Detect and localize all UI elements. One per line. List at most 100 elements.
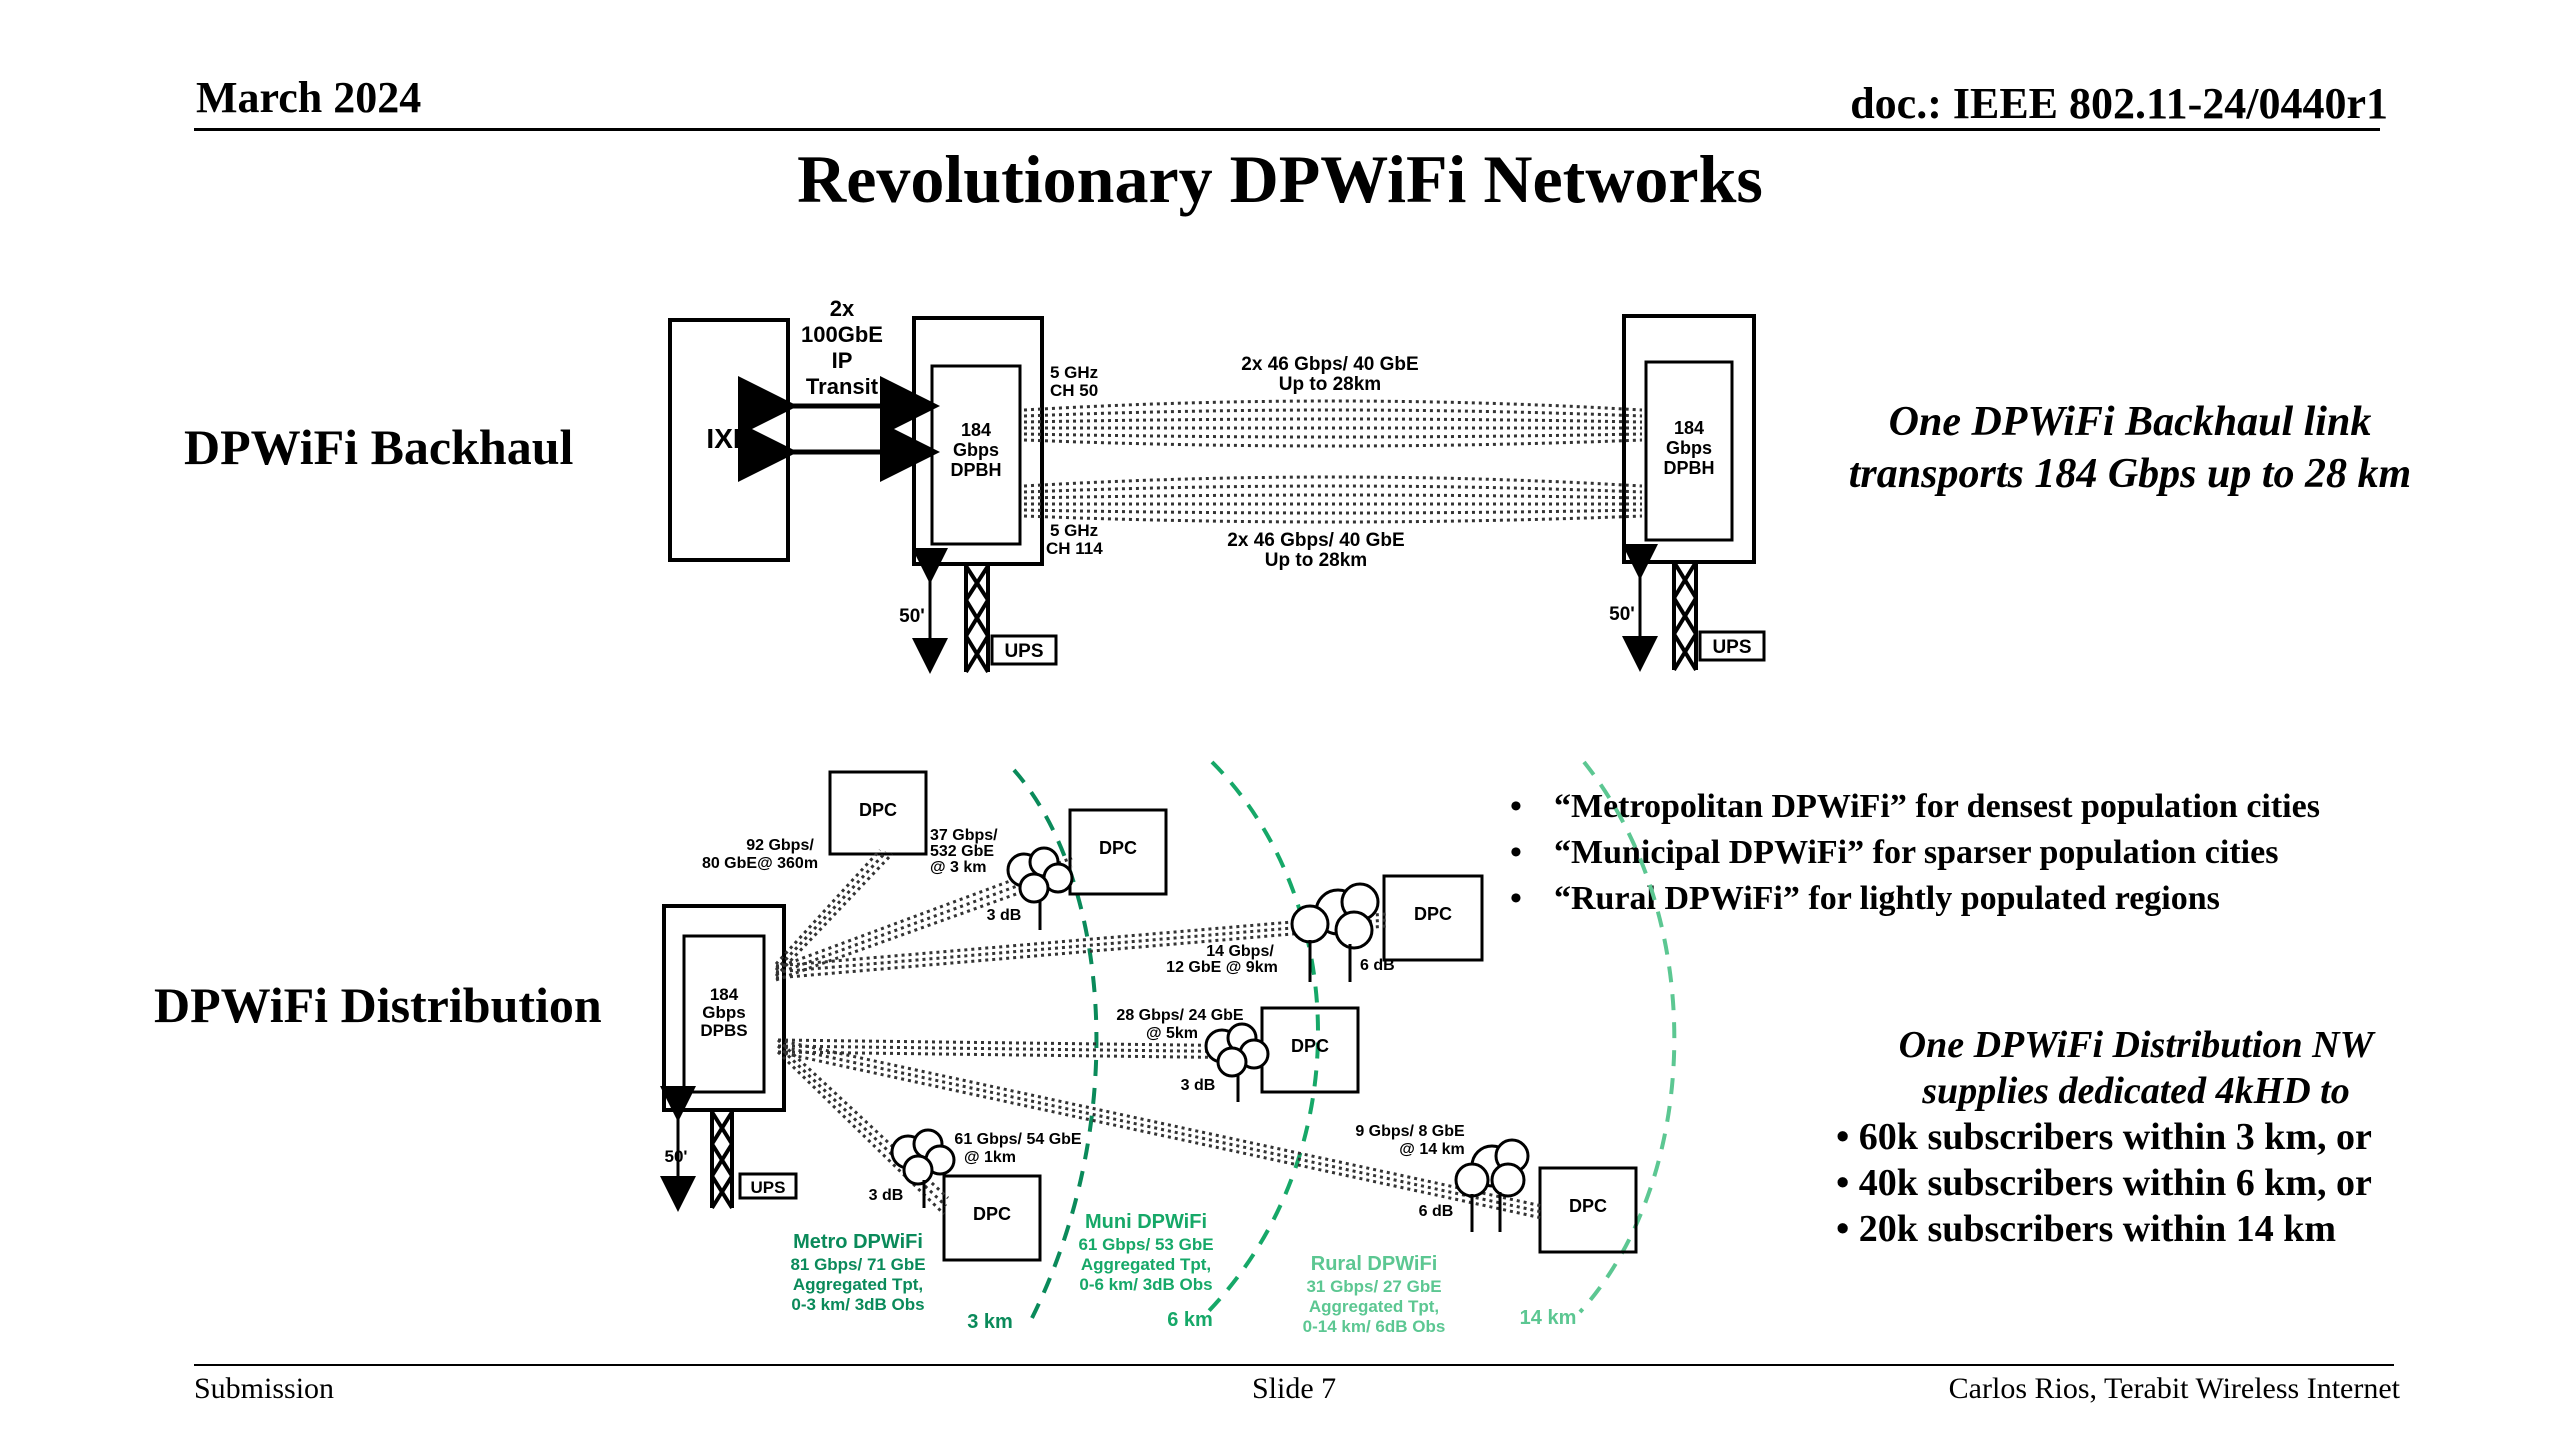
distribution-label: DPWiFi Distribution (154, 977, 602, 1033)
channel-label: CH 114 (1046, 539, 1103, 558)
dpc-label: DPC (973, 1204, 1011, 1224)
zone-name-rural: Rural DPWiFi (1311, 1253, 1438, 1275)
bullet-item: “Rural DPWiFi” for lightly populated reg… (1510, 876, 2510, 922)
dpbh-left-outer (912, 316, 1044, 566)
distribution-caption-line: supplies dedicated 4kHD to (1922, 1070, 2350, 1112)
bullet-item: “Municipal DPWiFi” for sparser populatio… (1510, 830, 2510, 876)
link-label: 14 Gbps/ (1206, 943, 1274, 960)
zone-detail: 61 Gbps/ 53 GbE (1078, 1235, 1213, 1254)
dpbs-label: Gbps (702, 1003, 745, 1022)
page-title: Revolutionary DPWiFi Networks (797, 141, 1763, 217)
backhaul-caption: One DPWiFi Backhaul link transports 184 … (1800, 396, 2460, 500)
capacity-item: • 20k subscribers within 14 km (1836, 1208, 2336, 1250)
ups-label: UPS (1004, 641, 1043, 662)
dpbh-label: DPBH (950, 460, 1001, 480)
channel-label: CH 50 (1050, 381, 1098, 400)
tree-icon (1290, 882, 1380, 982)
tree-icon (1454, 1138, 1530, 1232)
link-label: @ 14 km (1399, 1141, 1464, 1158)
zone-detail: Aggregated Tpt, (1081, 1255, 1211, 1274)
dpc-label: DPC (1414, 904, 1452, 924)
link-label: 92 Gbps/ (746, 837, 814, 854)
dpbh-label: 184 (961, 420, 991, 440)
tree-icon (1006, 846, 1074, 930)
ups-label: UPS (1712, 637, 1751, 658)
channel-label: 5 GHz (1050, 521, 1098, 540)
tree-icons (890, 846, 1530, 1232)
zone-boundary-metro (1012, 768, 1099, 1319)
tree-icon (1204, 1022, 1270, 1102)
dpc-box (942, 1174, 1042, 1262)
distribution-caption-line: One DPWiFi Distribution NW (1898, 1024, 2374, 1066)
footer-left: Submission (194, 1372, 335, 1405)
dpc-label: DPC (1291, 1036, 1329, 1056)
dpc-box (1538, 1166, 1638, 1254)
dpc-box (828, 770, 928, 856)
link-label: 28 Gbps/ 24 GbE (1116, 1007, 1243, 1024)
dpbs-inner (682, 934, 766, 1094)
link-label: 80 GbE@ 360m (702, 855, 818, 872)
tower-left (964, 564, 990, 674)
link-label: @ 5km (1146, 1025, 1198, 1042)
obstacle-label: 3 dB (869, 1187, 904, 1204)
link-label: 9 Gbps/ 8 GbE (1355, 1123, 1465, 1140)
dpbh-label: Gbps (1666, 438, 1712, 458)
capacity-item: • 60k subscribers within 3 km, or (1836, 1116, 2372, 1158)
channel-label: 5 GHz (1050, 363, 1098, 382)
zone-radius-muni: 6 km (1167, 1309, 1213, 1331)
link-label: 12 GbE @ 9km (1166, 959, 1278, 976)
zone-detail: 31 Gbps/ 27 GbE (1306, 1277, 1441, 1296)
link-label: 532 GbE (930, 843, 994, 860)
distribution-links (774, 848, 1543, 1220)
ups-box (738, 1172, 798, 1200)
zone-detail: Aggregated Tpt, (1309, 1297, 1439, 1316)
transit-label: IP (832, 348, 853, 373)
height-label: 50' (899, 606, 925, 627)
dpbs-label: 184 (710, 985, 739, 1004)
obstacle-label: 3 dB (987, 907, 1022, 924)
zone-boundary-rural (1578, 760, 1677, 1314)
dpbh-left-inner (930, 364, 1022, 546)
backhaul-beam-bottom (1023, 475, 1643, 524)
ups-box (990, 634, 1058, 666)
link-label: 37 Gbps/ (930, 827, 998, 844)
link-label: 61 Gbps/ 54 GbE (954, 1131, 1081, 1148)
height-label: 50' (1609, 604, 1635, 625)
zone-detail: Aggregated Tpt, (793, 1275, 923, 1294)
link-label: Up to 28km (1265, 550, 1367, 571)
zone-detail: 0-3 km/ 3dB Obs (791, 1295, 924, 1314)
dpc-box (1068, 808, 1168, 896)
transit-label: 100GbE (801, 322, 883, 347)
link-label: Up to 28km (1279, 374, 1381, 395)
capacity-item: • 40k subscribers within 6 km, or (1836, 1162, 2372, 1204)
tower-distribution (710, 1110, 734, 1210)
height-label: 50' (665, 1147, 688, 1166)
zone-radius-rural: 14 km (1520, 1307, 1577, 1329)
dpbs-outer (662, 904, 786, 1112)
bullet-item: “Metropolitan DPWiFi” for densest popula… (1510, 784, 2510, 830)
zone-detail: 0-6 km/ 3dB Obs (1079, 1275, 1212, 1294)
header-doc: doc.: IEEE 802.11-24/0440r1 (1850, 79, 2388, 128)
obstacle-label: 3 dB (1181, 1077, 1216, 1094)
zone-name-muni: Muni DPWiFi (1085, 1211, 1207, 1233)
dpc-label: DPC (859, 800, 897, 820)
link-label: @ 1km (964, 1149, 1016, 1166)
zone-radius-metro: 3 km (967, 1311, 1013, 1333)
footer-center: Slide 7 (1252, 1372, 1337, 1405)
dpbh-right-outer (1622, 314, 1756, 564)
ups-box (1698, 630, 1766, 662)
ups-label: UPS (751, 1178, 786, 1197)
distribution-caption: One DPWiFi Distribution NW supplies dedi… (1836, 1022, 2436, 1252)
backhaul-caption-line: One DPWiFi Backhaul link (1888, 399, 2372, 445)
footer-right: Carlos Rios, Terabit Wireless Internet (1948, 1372, 2400, 1405)
dpc-boxes (828, 770, 1638, 1262)
dpbh-label: DPBH (1663, 458, 1714, 478)
backhaul-caption-line: transports 184 Gbps up to 28 km (1848, 451, 2412, 497)
obstacle-label: 6 dB (1419, 1203, 1454, 1220)
zone-name-metro: Metro DPWiFi (793, 1231, 923, 1253)
tower-right (1672, 560, 1698, 672)
link-label: @ 3 km (930, 859, 987, 876)
transit-label: 2x (830, 296, 855, 321)
